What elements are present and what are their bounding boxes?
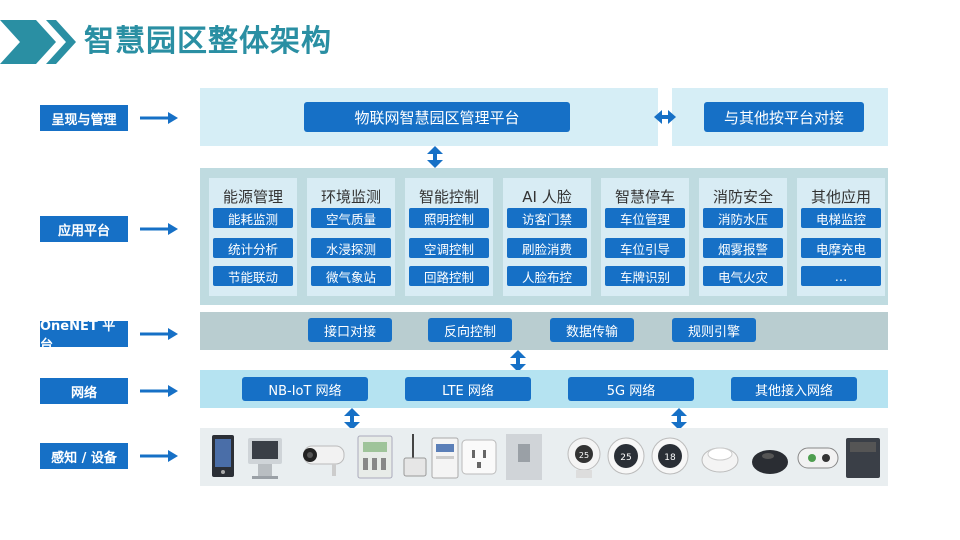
app-item: 烟雾报警 [703, 238, 783, 258]
title-chevron-icon [0, 20, 76, 64]
camera-icon [303, 446, 344, 476]
app-item: 空气质量 [311, 208, 391, 228]
double-arrow-vertical-icon [344, 408, 360, 430]
main-platform-box: 物联网智慧园区管理平台 [304, 102, 570, 132]
dome-sensor-icon [752, 450, 788, 474]
svg-text:25: 25 [579, 451, 589, 460]
onenet-item: 接口对接 [308, 318, 392, 342]
app-item: 电摩充电 [801, 238, 881, 258]
app-item: 节能联动 [213, 266, 293, 286]
app-column-header: AI 人脸 [503, 186, 591, 207]
hygrometer-icon: 25 [608, 438, 644, 474]
app-item: 刷脸消费 [507, 238, 587, 258]
label-onenet: OneNET 平台 [40, 321, 128, 347]
app-item: 回路控制 [409, 266, 489, 286]
network-item: NB-IoT 网络 [242, 377, 368, 401]
double-arrow-vertical-icon [671, 408, 687, 430]
onenet-band [200, 312, 888, 350]
app-column-header: 能源管理 [209, 186, 297, 207]
arrow-right-icon [140, 448, 180, 464]
water-sensor-icon [506, 434, 542, 480]
app-item: 照明控制 [409, 208, 489, 228]
app-column: AI 人脸访客门禁刷脸消费人脸布控 [503, 178, 591, 296]
label-sensing: 感知 / 设备 [40, 443, 128, 469]
gateway-icon [798, 448, 838, 468]
app-column-header: 其他应用 [797, 186, 885, 207]
app-item: 能耗监测 [213, 208, 293, 228]
app-item: 访客门禁 [507, 208, 587, 228]
face-terminal-icon [212, 435, 234, 477]
label-network: 网络 [40, 378, 128, 404]
air-monitor-icon: 25 [568, 438, 600, 478]
network-item: 5G 网络 [568, 377, 694, 401]
app-column: 其他应用电梯监控电摩充电 … [797, 178, 885, 296]
label-presentation: 呈现与管理 [40, 105, 128, 131]
app-item: 车位管理 [605, 208, 685, 228]
app-item: 车牌识别 [605, 266, 685, 286]
antenna-sensor-icon [404, 434, 426, 476]
app-item: 电气火灾 [703, 266, 783, 286]
svg-text:25: 25 [620, 453, 631, 463]
arrow-right-icon [140, 326, 180, 342]
app-item: 水浸探测 [311, 238, 391, 258]
app-column-header: 环境监测 [307, 186, 395, 207]
arrow-right-icon [140, 383, 180, 399]
smart-panel-icon [248, 438, 282, 479]
app-column: 智慧停车车位管理车位引导车牌识别 [601, 178, 689, 296]
onenet-item: 反向控制 [428, 318, 512, 342]
app-column: 智能控制照明控制空调控制回路控制 [405, 178, 493, 296]
app-column-header: 智慧停车 [601, 186, 689, 207]
network-item: LTE 网络 [405, 377, 531, 401]
app-item: 微气象站 [311, 266, 391, 286]
app-column-header: 智能控制 [405, 186, 493, 207]
app-item: 统计分析 [213, 238, 293, 258]
app-item: 人脸布控 [507, 266, 587, 286]
page-title: 智慧园区整体架构 [84, 16, 332, 60]
other-platform-box: 与其他按平台对接 [704, 102, 864, 132]
energy-meter-icon [432, 438, 458, 478]
arrow-right-icon [140, 110, 180, 126]
app-item: 消防水压 [703, 208, 783, 228]
smoke-detector-icon [702, 448, 738, 472]
svg-text:18: 18 [664, 453, 676, 463]
app-item: … [801, 266, 881, 286]
app-item: 空调控制 [409, 238, 489, 258]
onenet-item: 数据传输 [550, 318, 634, 342]
app-column: 能源管理能耗监测统计分析节能联动 [209, 178, 297, 296]
app-item: 电梯监控 [801, 208, 881, 228]
electric-meter-icon [358, 436, 392, 478]
network-item: 其他接入网络 [731, 377, 857, 401]
devices-row: 25 25 18 [200, 430, 888, 484]
label-application: 应用平台 [40, 216, 128, 242]
double-arrow-vertical-icon [427, 146, 443, 168]
app-column: 消防安全消防水压烟雾报警电气火灾 [699, 178, 787, 296]
thermometer-icon: 18 [652, 438, 688, 474]
double-arrow-vertical-icon [510, 350, 526, 372]
app-column-header: 消防安全 [699, 186, 787, 207]
double-arrow-horizontal-icon [654, 110, 676, 124]
smart-socket-icon [462, 440, 496, 474]
app-column: 环境监测空气质量水浸探测微气象站 [307, 178, 395, 296]
onenet-item: 规则引擎 [672, 318, 756, 342]
app-item: 车位引导 [605, 238, 685, 258]
control-box-icon [846, 438, 880, 478]
arrow-right-icon [140, 221, 180, 237]
